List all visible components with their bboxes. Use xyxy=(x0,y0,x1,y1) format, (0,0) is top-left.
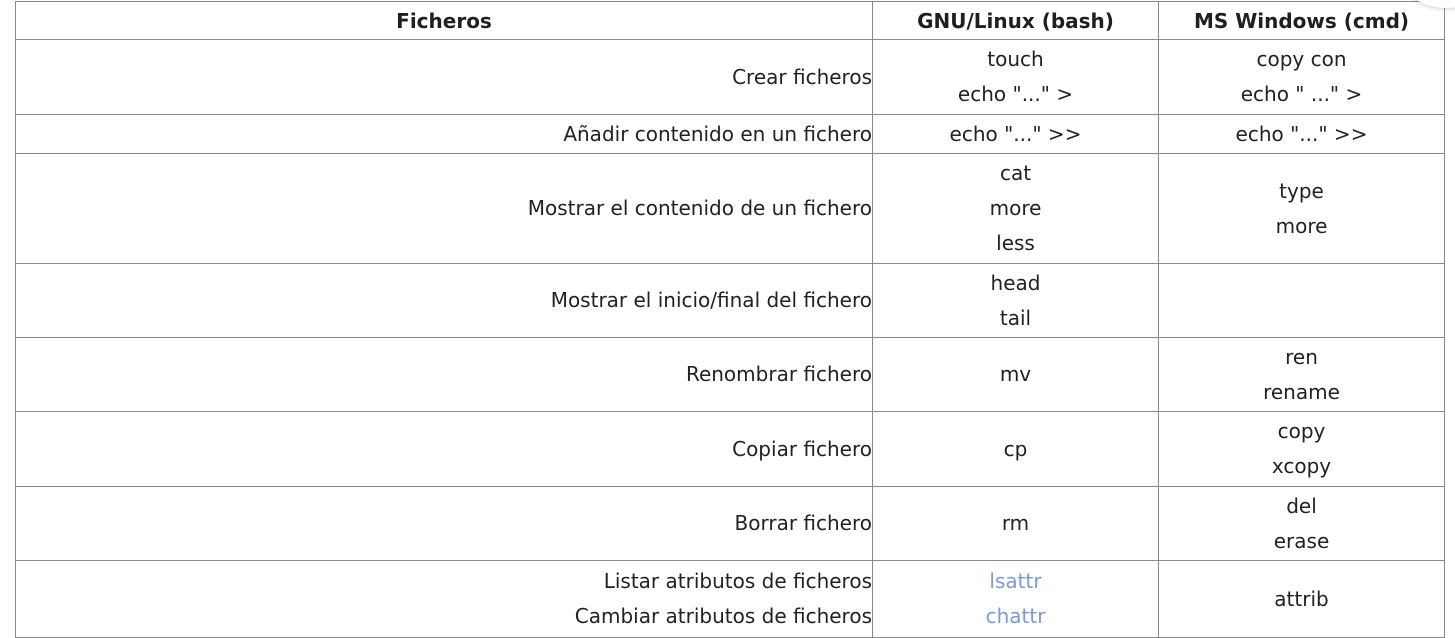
operation-label: Listar atributos de ficheros xyxy=(603,569,872,593)
header-ficheros: Ficheros xyxy=(15,1,873,40)
linux-command: cat xyxy=(999,161,1032,185)
windows-command: more xyxy=(1275,213,1328,238)
header-windows: MS Windows (cmd) xyxy=(1158,1,1445,40)
windows-command: echo " ..." > xyxy=(1240,82,1363,106)
commands-comparison-table: Ficheros GNU/Linux (bash) MS Windows (cm… xyxy=(15,1,1445,638)
windows-cell: ren rename xyxy=(1158,337,1445,412)
table-row: Mostrar el contenido de un fichero cat m… xyxy=(15,153,1445,264)
linux-cell: rm xyxy=(872,486,1159,561)
operation-cell: Mostrar el inicio/final del fichero xyxy=(15,263,873,338)
windows-cell: echo "..." >> xyxy=(1158,114,1445,154)
linux-command: echo "..." > xyxy=(957,82,1074,106)
table-row: Listar atributos de ficheros Cambiar atr… xyxy=(15,560,1445,638)
linux-command: mv xyxy=(999,362,1032,386)
table-row: Mostrar el inicio/final del fichero head… xyxy=(15,263,1445,338)
linux-command: tail xyxy=(999,305,1032,330)
linux-cell: cp xyxy=(872,411,1159,487)
table-row: Borrar fichero rm del erase xyxy=(15,486,1445,561)
linux-cell: mv xyxy=(872,337,1159,412)
windows-cell-empty xyxy=(1158,263,1445,338)
windows-command: type xyxy=(1279,178,1324,203)
operation-label: Renombrar fichero xyxy=(685,362,872,386)
operation-label: Copiar fichero xyxy=(732,436,872,461)
windows-cell: copy xcopy xyxy=(1158,411,1445,487)
operation-cell: Borrar fichero xyxy=(15,486,873,561)
windows-command: del xyxy=(1286,493,1317,518)
operation-label: Crear ficheros xyxy=(732,64,872,89)
operation-label: Añadir contenido en un fichero xyxy=(563,121,872,146)
linux-command: head xyxy=(990,270,1041,295)
linux-cell: touch echo "..." > xyxy=(872,39,1159,115)
operation-cell: Crear ficheros xyxy=(15,39,873,115)
linux-command: rm xyxy=(1001,511,1030,535)
operation-label: Borrar fichero xyxy=(734,511,872,535)
windows-command: attrib xyxy=(1274,586,1329,611)
windows-command: erase xyxy=(1273,528,1330,553)
windows-command: echo "..." >> xyxy=(1235,121,1368,146)
linux-command: less xyxy=(996,231,1035,255)
operation-cell: Renombrar fichero xyxy=(15,337,873,412)
operation-cell: Añadir contenido en un fichero xyxy=(15,114,873,154)
windows-command: rename xyxy=(1263,379,1340,404)
operation-cell: Copiar fichero xyxy=(15,411,873,487)
windows-command: ren xyxy=(1285,344,1318,369)
linux-command: more xyxy=(989,196,1042,220)
linux-cell: cat more less xyxy=(872,153,1159,264)
table-row: Crear ficheros touch echo "..." > copy c… xyxy=(15,39,1445,115)
table-row: Añadir contenido en un fichero echo "...… xyxy=(15,114,1445,154)
header-linux: GNU/Linux (bash) xyxy=(872,1,1159,40)
linux-command: cp xyxy=(1003,436,1028,461)
table-row: Renombrar fichero mv ren rename xyxy=(15,337,1445,412)
operation-label: Mostrar el inicio/final del fichero xyxy=(550,288,872,312)
floating-action-button[interactable] xyxy=(1407,0,1455,8)
windows-cell: type more xyxy=(1158,153,1445,264)
windows-cell: attrib xyxy=(1158,560,1445,638)
linux-cell: echo "..." >> xyxy=(872,114,1159,154)
chattr-link[interactable]: chattr xyxy=(985,604,1046,628)
operation-cell: Listar atributos de ficheros Cambiar atr… xyxy=(15,560,873,638)
table-header-row: Ficheros GNU/Linux (bash) MS Windows (cm… xyxy=(15,1,1445,40)
linux-command: echo "..." >> xyxy=(949,121,1082,146)
windows-command: xcopy xyxy=(1271,454,1332,478)
linux-cell: lsattr chattr xyxy=(872,560,1159,638)
operation-cell: Mostrar el contenido de un fichero xyxy=(15,153,873,264)
windows-cell: del erase xyxy=(1158,486,1445,561)
lsattr-link[interactable]: lsattr xyxy=(989,569,1042,593)
table-row: Copiar fichero cp copy xcopy xyxy=(15,411,1445,487)
windows-cell: copy con echo " ..." > xyxy=(1158,39,1445,115)
windows-command: copy con xyxy=(1256,47,1347,71)
linux-command: touch xyxy=(987,47,1044,71)
linux-cell: head tail xyxy=(872,263,1159,338)
operation-label: Cambiar atributos de ficheros xyxy=(574,604,872,628)
windows-command: copy xyxy=(1277,419,1326,443)
operation-label: Mostrar el contenido de un fichero xyxy=(527,196,872,220)
